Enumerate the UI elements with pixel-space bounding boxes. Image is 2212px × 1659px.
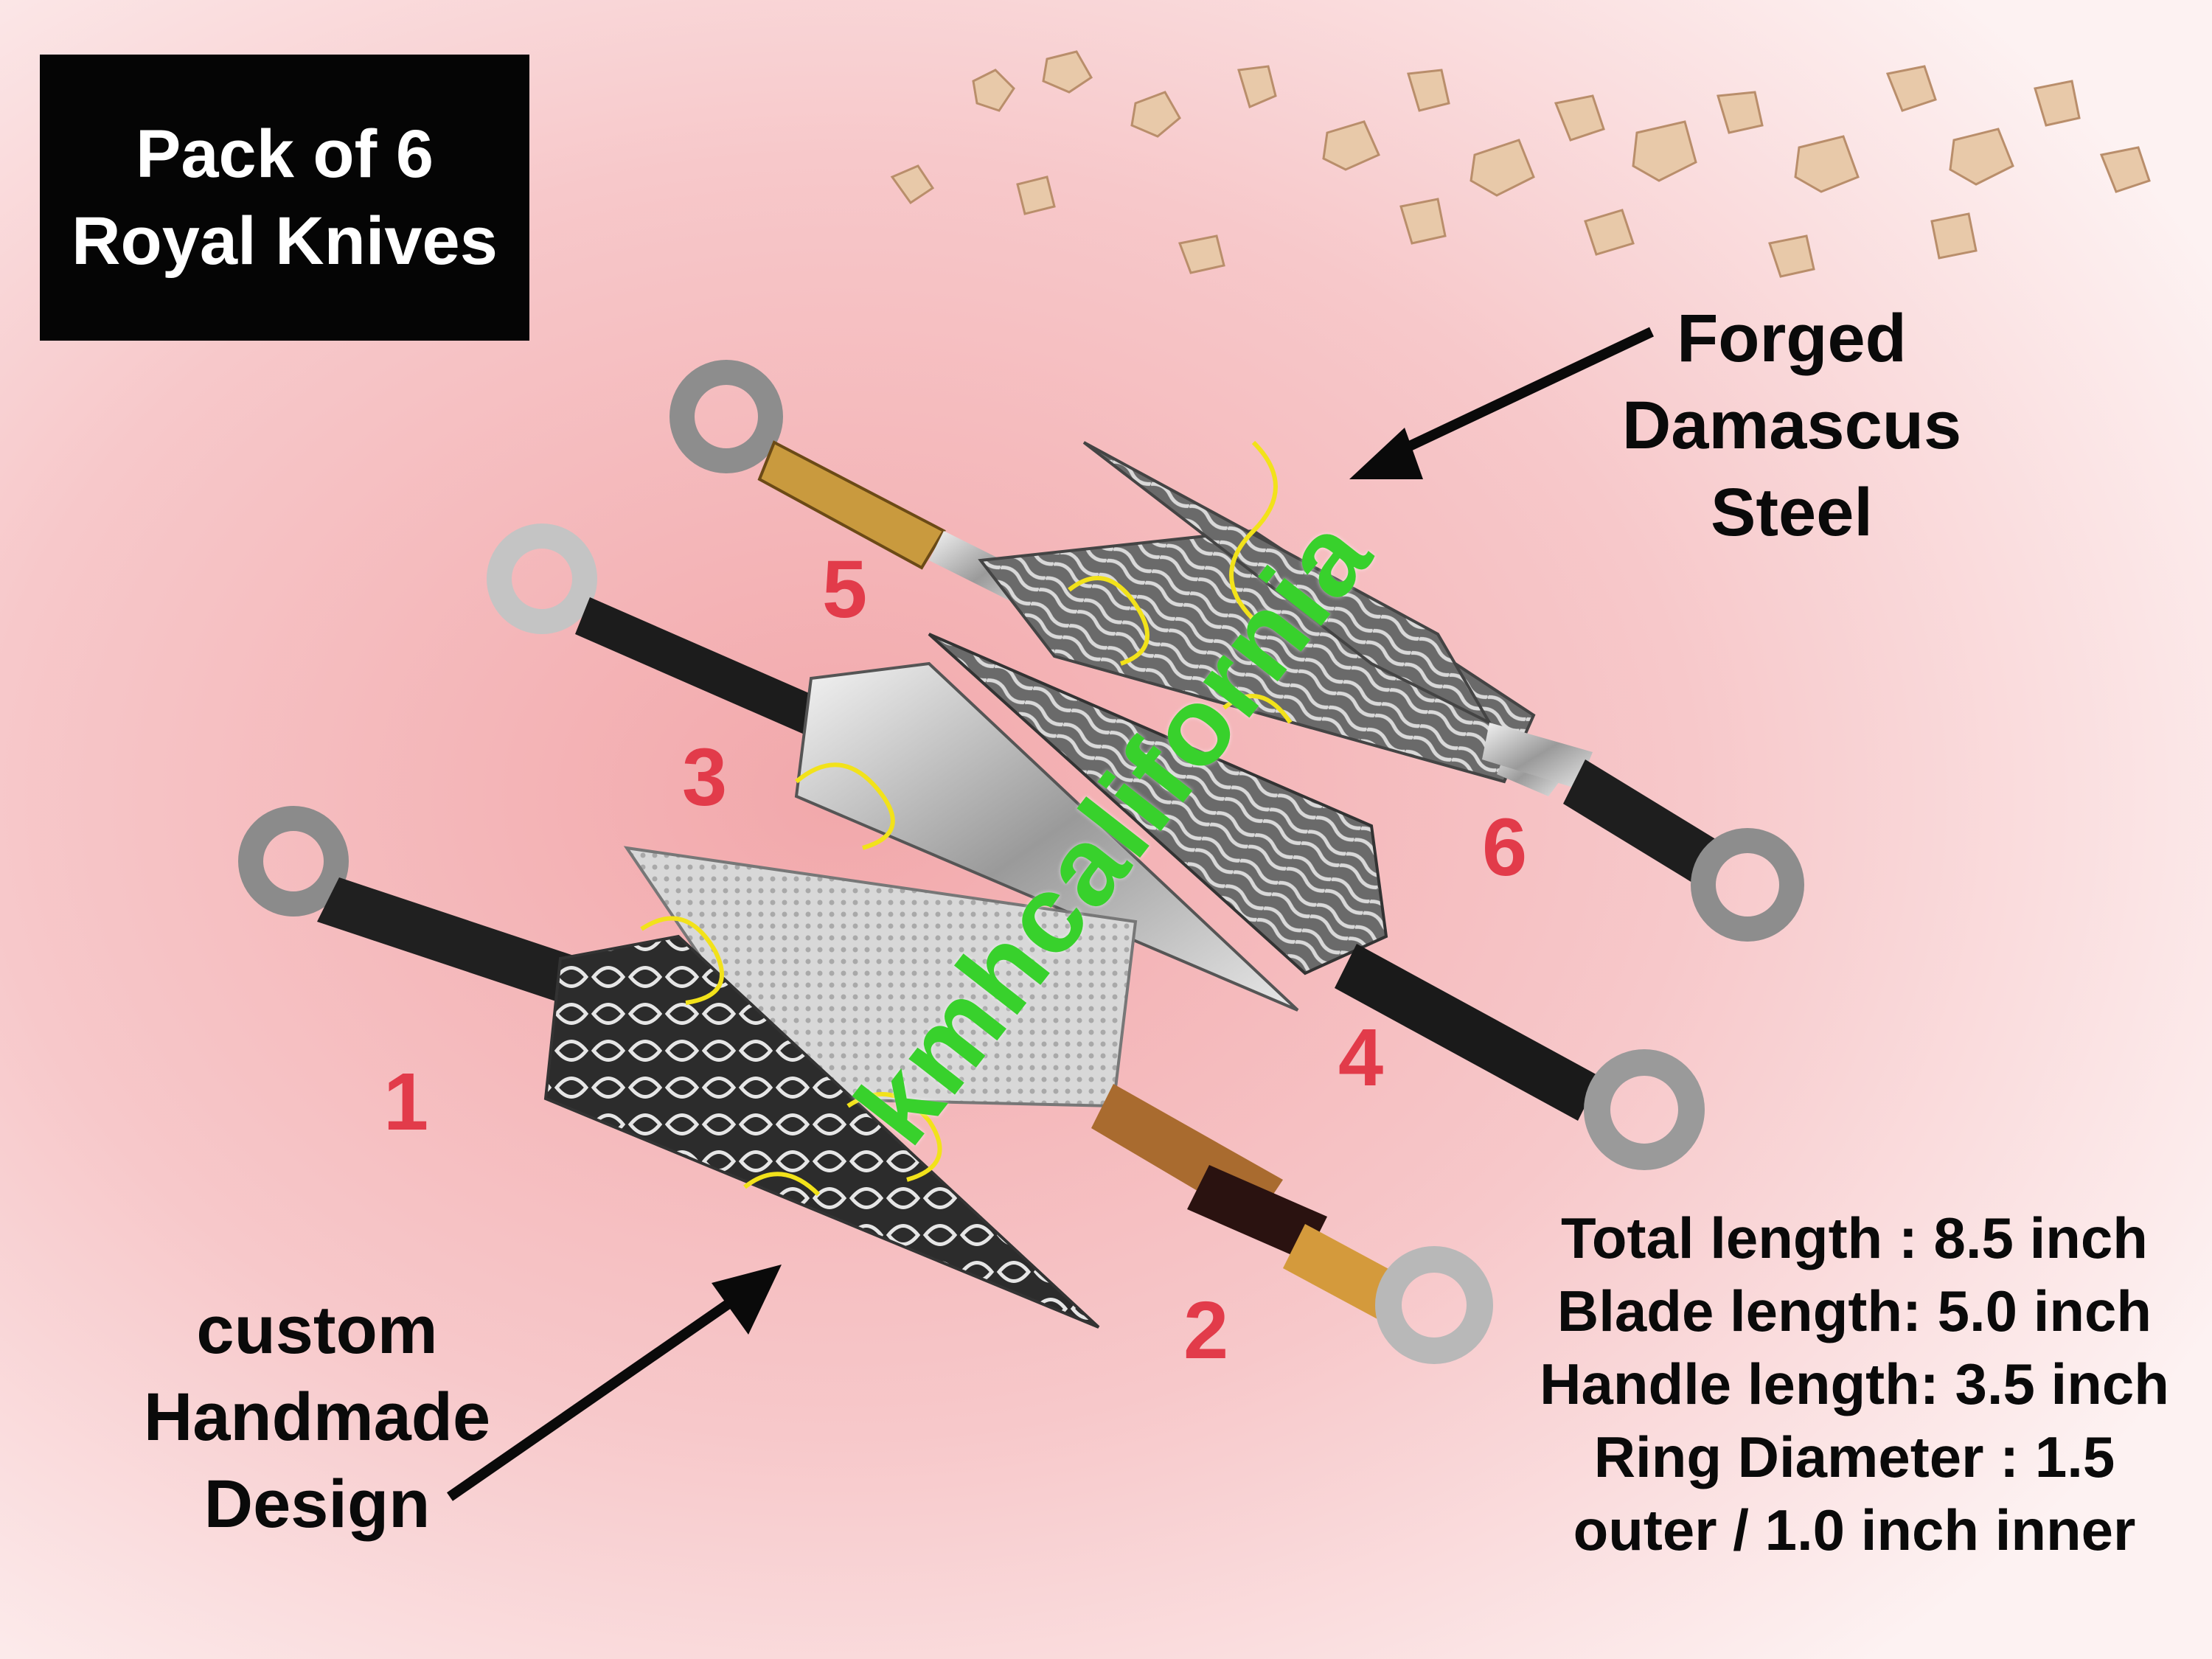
forged-line-2: Damascus [1621, 388, 1962, 463]
custom-line-2: Handmade [143, 1380, 491, 1455]
title-line-1: Pack of 6 [136, 116, 434, 192]
title-box: Pack of 6 Royal Knives [40, 55, 529, 341]
knife-4 [928, 633, 1705, 1170]
gravel-stones [890, 50, 2151, 278]
spec-ring-inner: outer / 1.0 inch inner [1573, 1498, 2136, 1562]
knife-3 [487, 524, 1299, 1012]
forged-line-3: Steel [1711, 475, 1873, 550]
knife-number-4: 4 [1338, 1012, 1384, 1103]
custom-handmade-label: custom Handmade Design [111, 1287, 524, 1548]
knife-1 [238, 806, 1100, 1329]
arrow-custom [447, 1265, 782, 1501]
arrow-forged [1349, 327, 1654, 479]
custom-line-3: Design [204, 1467, 431, 1542]
forged-line-1: Forged [1677, 301, 1907, 376]
specs-block: Total length : 8.5 inch Blade length: 5.… [1504, 1202, 2205, 1567]
spec-blade-length: Blade length: 5.0 inch [1557, 1279, 2152, 1343]
knife-number-5: 5 [822, 544, 868, 635]
spec-ring-diameter: Ring Diameter : 1.5 [1593, 1425, 2115, 1489]
knife-2 [623, 846, 1493, 1364]
forged-damascus-label: Forged Damascus Steel [1585, 295, 1998, 556]
ornament-swirls [640, 440, 1293, 1197]
spec-handle-length: Handle length: 3.5 inch [1540, 1352, 2169, 1416]
custom-line-1: custom [196, 1293, 438, 1368]
spec-total-length: Total length : 8.5 inch [1561, 1206, 2148, 1270]
knife-number-2: 2 [1183, 1285, 1229, 1376]
knife-number-3: 3 [682, 732, 728, 823]
knife-6 [1082, 441, 1804, 942]
title-line-2: Royal Knives [72, 204, 498, 279]
knife-number-6: 6 [1482, 802, 1528, 893]
knife-number-1: 1 [383, 1057, 429, 1147]
